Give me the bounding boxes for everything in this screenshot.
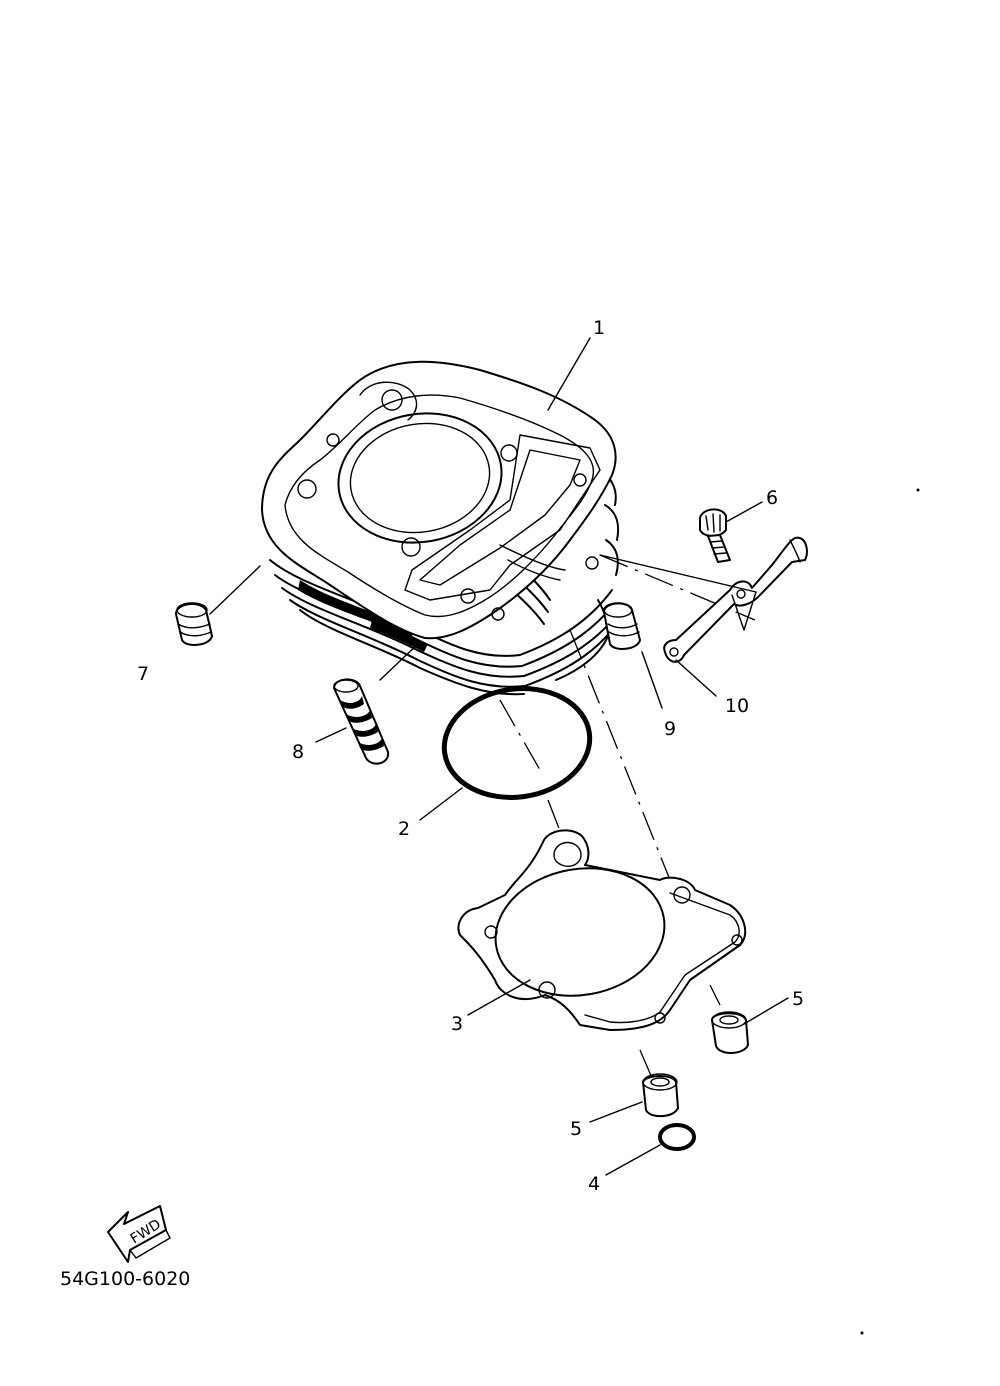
callout-5-bottom: 5 xyxy=(570,1118,582,1140)
callout-3: 3 xyxy=(451,1013,463,1035)
fwd-arrow-icon: FWD xyxy=(107,1205,171,1263)
bracket-part-10 xyxy=(663,536,808,663)
callout-9: 9 xyxy=(664,718,676,740)
leader-lines xyxy=(209,337,789,1176)
callout-8: 8 xyxy=(292,741,304,763)
o-ring-part-2 xyxy=(441,686,593,800)
callout-2: 2 xyxy=(398,818,410,840)
callout-4: 4 xyxy=(588,1173,600,1195)
gasket-part-3 xyxy=(457,829,747,1031)
callout-1: 1 xyxy=(593,317,605,339)
alignment-lines xyxy=(499,554,756,1079)
plug-part-9 xyxy=(603,602,641,650)
diagram-code: 54G100-6020 xyxy=(60,1268,190,1290)
callout-10: 10 xyxy=(725,695,749,717)
callout-7: 7 xyxy=(137,663,149,685)
callout-labels: 1 2 3 4 5 5 6 7 8 9 10 xyxy=(137,317,804,1195)
callout-6: 6 xyxy=(766,487,778,509)
bolt-part-6 xyxy=(699,508,731,563)
cylinder-part-1 xyxy=(261,360,620,696)
ring-part-4 xyxy=(658,1123,696,1151)
plug-part-7 xyxy=(175,602,213,646)
stud-part-8 xyxy=(333,678,390,765)
callout-5-right: 5 xyxy=(792,988,804,1010)
dowel-part-5-bottom xyxy=(642,1073,679,1118)
dowel-part-5-right xyxy=(711,1011,749,1054)
